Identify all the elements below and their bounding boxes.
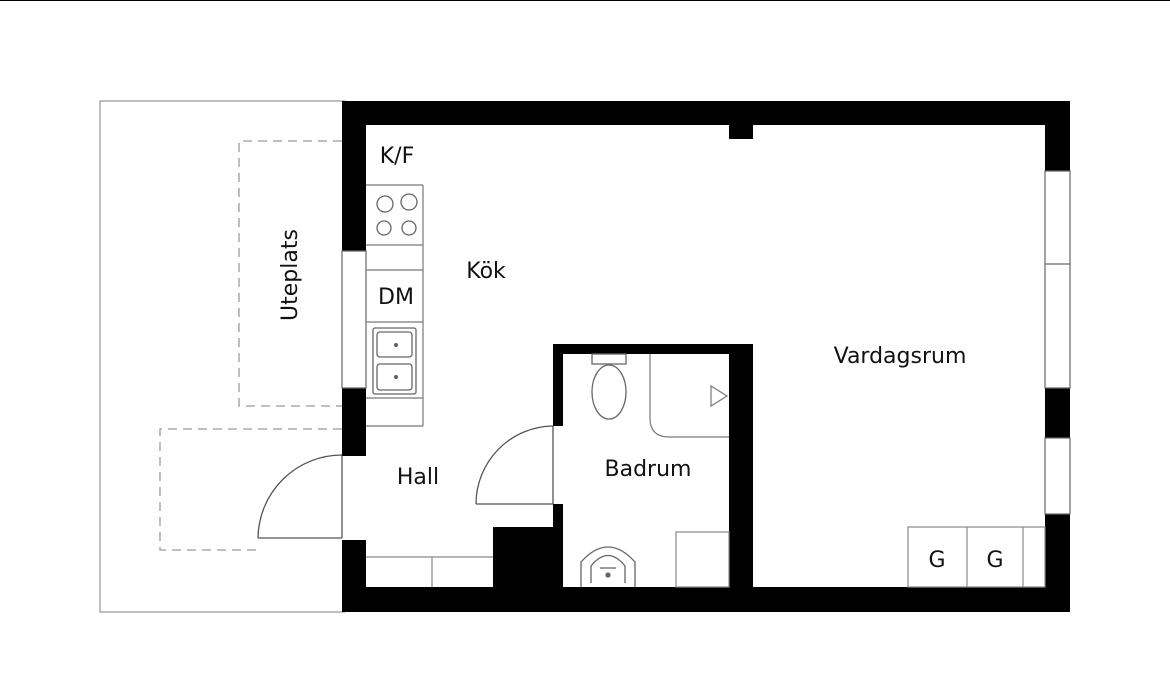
label-living-room: Vardagsrum [834,344,967,369]
label-hall: Hall [397,465,439,490]
label-wardrobe-1: G [928,548,945,573]
label-bathroom: Badrum [605,457,692,482]
washbasin-icon [580,546,636,587]
label-dishwasher: DM [378,285,414,310]
label-wardrobe-2: G [986,548,1003,573]
hall-storage [366,556,493,587]
top-border-line [0,0,1170,1]
windows [341,170,1071,515]
walls [342,101,1070,612]
terrace-dashed-outline [159,140,342,551]
toilet-icon [591,353,627,420]
washing-machine-icon [675,531,730,588]
bathroom-door [475,425,554,505]
terrace-boundary [99,100,345,613]
stove-icon [376,193,418,236]
wardrobes [907,526,1046,588]
label-fridge-freezer: K/F [380,144,415,169]
label-terrace: Uteplats [278,229,303,321]
kitchen-counter [366,184,424,427]
sink-icon [372,327,417,395]
label-kitchen: Kök [466,259,506,284]
shower-icon [649,354,729,438]
entrance-door [257,454,343,539]
